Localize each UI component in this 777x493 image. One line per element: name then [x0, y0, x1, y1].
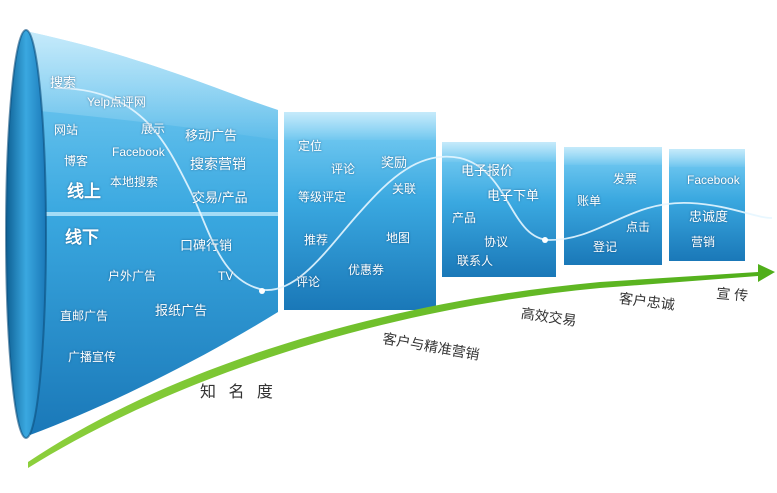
funnel-segment-3-gloss	[442, 142, 556, 162]
term-word-of-mouth: 口碑行销	[180, 238, 233, 253]
term-marketing: 营销	[691, 235, 716, 249]
term-review: 评论	[331, 162, 356, 176]
term-direct-mail: 直邮广告	[60, 309, 109, 323]
stage-awareness: 知 名 度	[200, 384, 277, 401]
term-outdoor-ads: 户外广告	[108, 269, 157, 283]
term-local-search: 本地搜索	[110, 175, 159, 189]
term-radio: 广播宣传	[68, 350, 117, 364]
term-product: 产品	[452, 211, 477, 225]
term-click: 点击	[626, 220, 651, 234]
funnel-segment-2-gloss	[284, 112, 436, 140]
term-facebook-2: Facebook	[687, 173, 740, 187]
term-tv: TV	[218, 269, 234, 283]
term-agreement: 协议	[484, 235, 509, 249]
term-search: 搜索	[50, 75, 77, 90]
funnel-mouth-rim	[5, 29, 47, 439]
term-review-2: 评论	[296, 275, 321, 289]
funnel-segment-4-gloss	[564, 147, 662, 165]
section-title-online: 线上	[67, 182, 101, 201]
term-positioning: 定位	[298, 139, 323, 153]
funnel-segment-3	[442, 142, 556, 277]
stage-promotion: 宣 传	[715, 285, 749, 304]
funnel-segment-4	[564, 147, 662, 265]
term-coupon: 优惠券	[348, 263, 385, 277]
term-bill: 账单	[577, 194, 602, 208]
term-transaction-product: 交易/产品	[192, 190, 248, 205]
term-rating: 等级评定	[298, 190, 347, 204]
term-map: 地图	[386, 231, 411, 245]
funnel-segment-5-gloss	[669, 149, 745, 167]
term-search-marketing: 搜索营销	[190, 156, 246, 172]
term-register: 登记	[593, 240, 618, 254]
glow-dot	[259, 288, 265, 294]
term-association: 关联	[392, 182, 417, 196]
term-contacts: 联系人	[457, 254, 494, 268]
funnel-divider-line	[36, 212, 278, 216]
funnel-segment-1	[30, 32, 278, 435]
term-blog: 博客	[64, 154, 89, 168]
term-recommendation: 推荐	[304, 233, 329, 247]
term-reward: 奖励	[381, 155, 408, 170]
funnel-mouth	[6, 30, 46, 438]
term-e-order: 电子下单	[487, 188, 540, 203]
section-title-offline: 线下	[65, 228, 99, 247]
term-website: 网站	[54, 123, 79, 137]
glow-dot	[542, 237, 548, 243]
term-display: 展示	[141, 122, 166, 136]
term-mobile-ads: 移动广告	[185, 128, 238, 143]
term-yelp: Yelp点评网	[87, 95, 146, 109]
term-invoice: 发票	[613, 172, 638, 186]
term-loyalty: 忠诚度	[689, 209, 729, 224]
flow-wave-line	[54, 87, 773, 291]
term-facebook: Facebook	[112, 145, 165, 159]
term-e-quote: 电子报价	[461, 163, 514, 178]
term-newspaper-ads: 报纸广告	[155, 303, 208, 318]
funnel-segment-1-gloss	[30, 32, 278, 140]
